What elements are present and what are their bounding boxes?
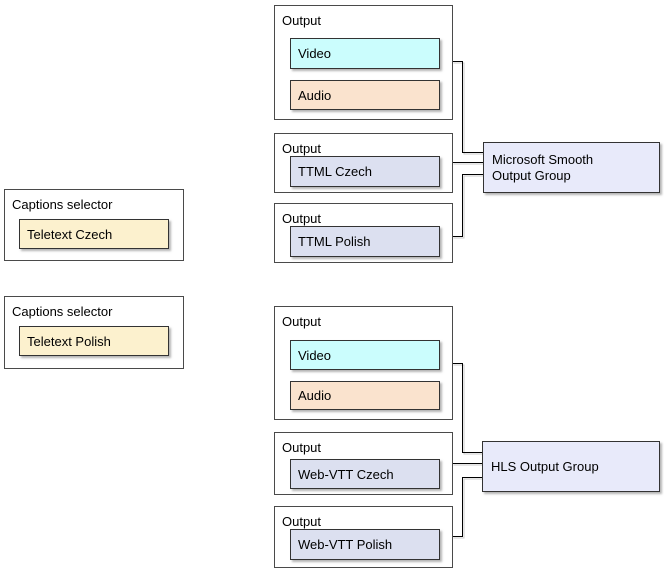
- output-box-ttml-polish: Output TTML Polish: [274, 203, 453, 263]
- microsoft-smooth-output-group-box: Microsoft Smooth Output Group: [483, 142, 660, 193]
- teletext-polish-chip: Teletext Polish: [19, 326, 169, 356]
- audio-chip: Audio: [290, 381, 440, 410]
- video-chip: Video: [290, 340, 440, 370]
- connector-shadows: [453, 62, 485, 539]
- ttml-polish-chip: TTML Polish: [290, 226, 440, 257]
- webvtt-polish-chip: Web-VTT Polish: [290, 529, 440, 560]
- output-title: Output: [282, 211, 322, 226]
- captions-selector-title: Captions selector: [12, 304, 113, 319]
- connector-webvtt-polish-to-hls: [452, 477, 482, 537]
- output-title: Output: [282, 514, 322, 529]
- audio-chip: Audio: [290, 80, 440, 110]
- output-box-webvtt-czech: Output Web-VTT Czech: [274, 432, 453, 495]
- captions-selector-box-czech: Captions selector Teletext Czech: [4, 189, 184, 261]
- hls-output-group-box: HLS Output Group: [482, 441, 660, 492]
- captions-selector-title: Captions selector: [12, 197, 113, 212]
- output-box-webvtt-polish: Output Web-VTT Polish: [274, 506, 453, 568]
- webvtt-czech-chip: Web-VTT Czech: [290, 459, 440, 489]
- output-box-ttml-czech: Output TTML Czech: [274, 133, 453, 193]
- output-title: Output: [282, 13, 322, 28]
- teletext-czech-chip: Teletext Czech: [19, 219, 169, 249]
- connector-ttml-polish-to-smooth: [452, 174, 483, 237]
- output-title: Output: [282, 314, 322, 329]
- output-box-smooth-video-audio: Output Video Audio: [274, 5, 453, 120]
- output-title: Output: [282, 440, 322, 455]
- connector-videoaudio-to-hls: [452, 363, 482, 453]
- output-box-hls-video-audio: Output Video Audio: [274, 306, 453, 420]
- connector-videoaudio-to-smooth: [452, 61, 483, 153]
- output-title: Output: [282, 141, 322, 156]
- captions-selector-box-polish: Captions selector Teletext Polish: [4, 296, 184, 369]
- video-chip: Video: [290, 38, 440, 69]
- ttml-czech-chip: TTML Czech: [290, 156, 440, 187]
